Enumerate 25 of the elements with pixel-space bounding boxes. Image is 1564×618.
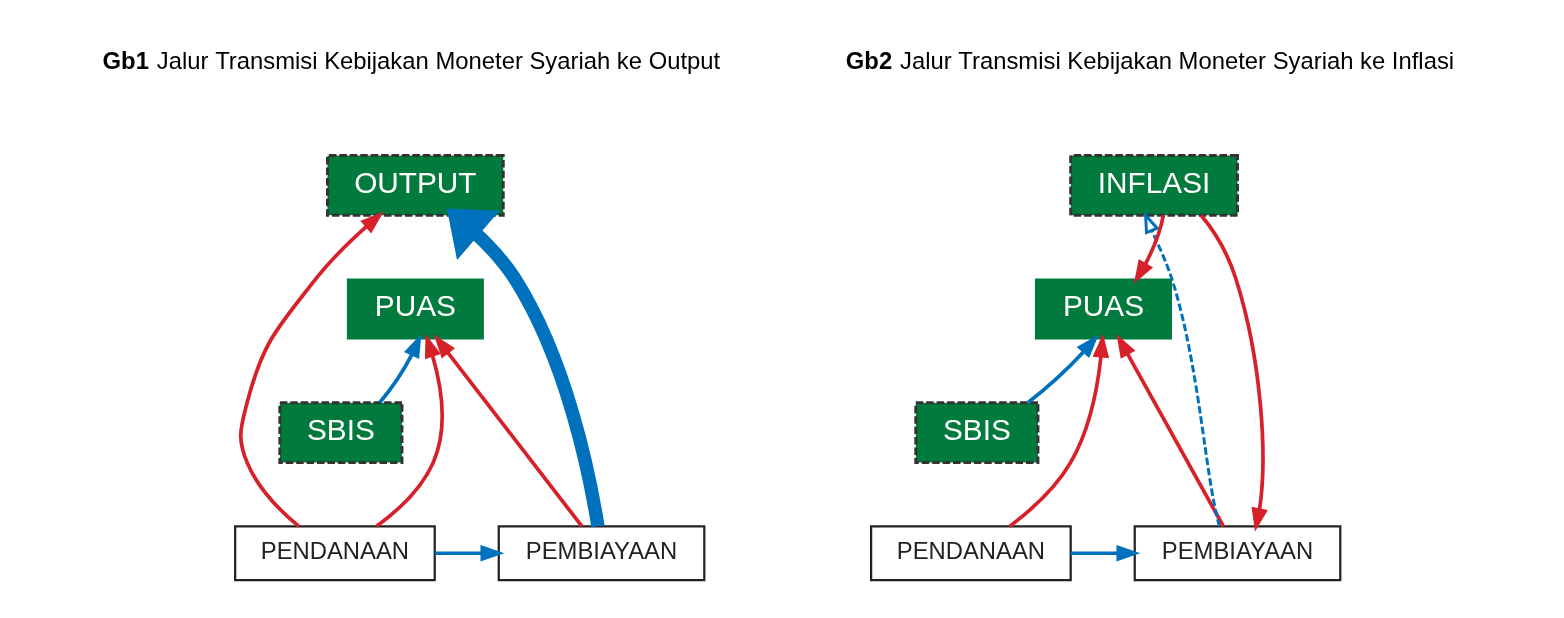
arrow (1007, 333, 1109, 528)
arrow (434, 544, 504, 562)
node-box: PEMBIAYAAN (497, 525, 705, 582)
node-box: PEMBIAYAAN (1133, 525, 1341, 582)
node-box: PUAS (346, 278, 484, 340)
arrow (375, 333, 444, 528)
arrow (1116, 333, 1225, 528)
arrow (446, 208, 605, 528)
node-box: PUAS (1034, 278, 1172, 340)
node-box: INFLASI (1068, 154, 1239, 217)
node-box: OUTPUT (325, 154, 505, 217)
arrow (1026, 334, 1099, 404)
node-box: PENDANAAN (233, 525, 436, 582)
arrow (433, 334, 583, 528)
arrow (238, 211, 384, 528)
node-box: SBIS (277, 401, 403, 464)
label: Gb2 Jalur Transmisi Kebijakan Moneter Syariah ke Inflasi (845, 46, 1454, 74)
node-box: SBIS (913, 401, 1039, 464)
node-box: PENDANAAN (869, 525, 1072, 582)
arrow (1199, 214, 1268, 532)
arrow (1070, 544, 1140, 562)
arrow (377, 333, 421, 404)
label: Gb1 Jalur Transmisi Kebijakan Moneter Syariah ke Output (102, 46, 720, 74)
arrow (1133, 214, 1165, 284)
arrow (1143, 211, 1221, 527)
